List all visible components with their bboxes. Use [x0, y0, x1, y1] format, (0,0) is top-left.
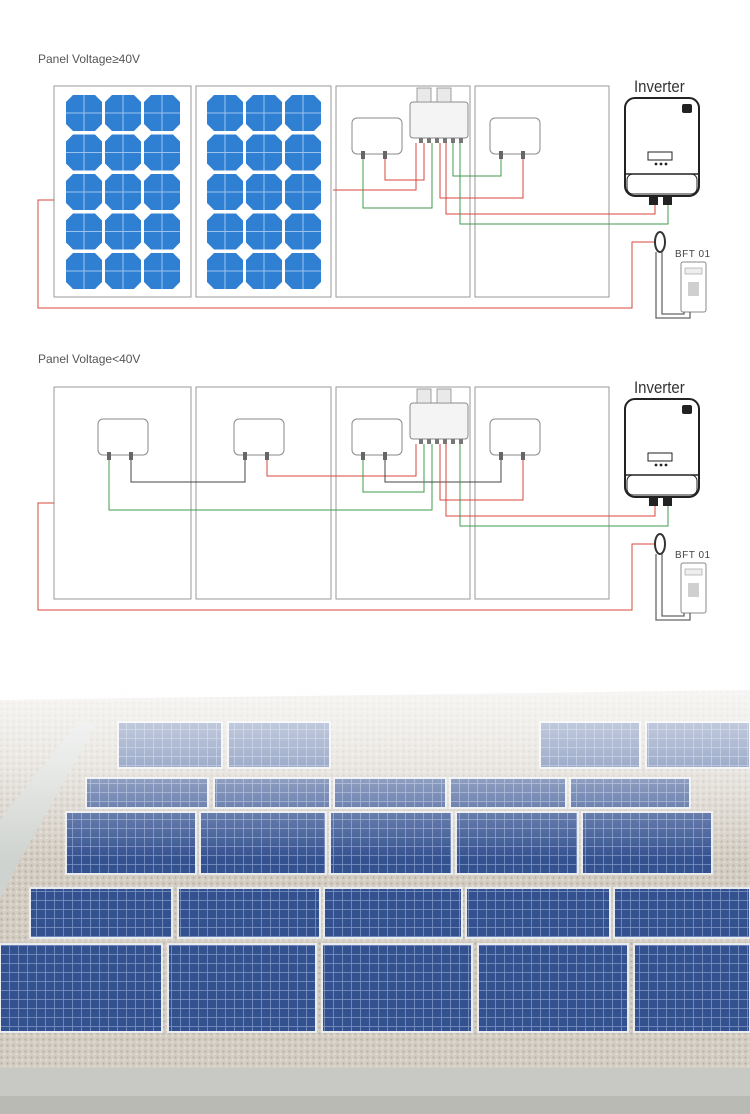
inverter-label: Inverter — [634, 77, 685, 96]
junction-box — [489, 418, 541, 456]
current-clamp-icon — [654, 533, 666, 555]
rooftop-solar-photo — [0, 640, 750, 1114]
inverter-logo-icon — [682, 104, 692, 113]
solar-cells — [66, 95, 180, 289]
junction-box — [351, 117, 403, 155]
inverter-logo-icon — [682, 405, 692, 414]
inverter — [624, 398, 700, 498]
current-clamp-icon — [654, 231, 666, 253]
monitor-device-label: BFT 01 — [675, 249, 711, 260]
combiner-box — [409, 101, 469, 139]
combiner-box — [409, 402, 469, 440]
junction-box — [97, 418, 149, 456]
diagram-high-voltage — [37, 85, 707, 319]
inverter-display — [647, 151, 673, 161]
diagram-low-voltage — [37, 386, 707, 621]
diagram-title-low-voltage: Panel Voltage<40V — [38, 352, 141, 366]
junction-box — [489, 117, 541, 155]
junction-box — [351, 418, 403, 456]
monitor-device-label: BFT 01 — [675, 550, 711, 561]
solar-cells — [207, 95, 321, 289]
inverter-display — [647, 452, 673, 462]
inverter — [624, 97, 700, 197]
junction-box — [233, 418, 285, 456]
diagram-title-high-voltage: Panel Voltage≥40V — [38, 52, 140, 66]
inverter-label: Inverter — [634, 378, 685, 397]
